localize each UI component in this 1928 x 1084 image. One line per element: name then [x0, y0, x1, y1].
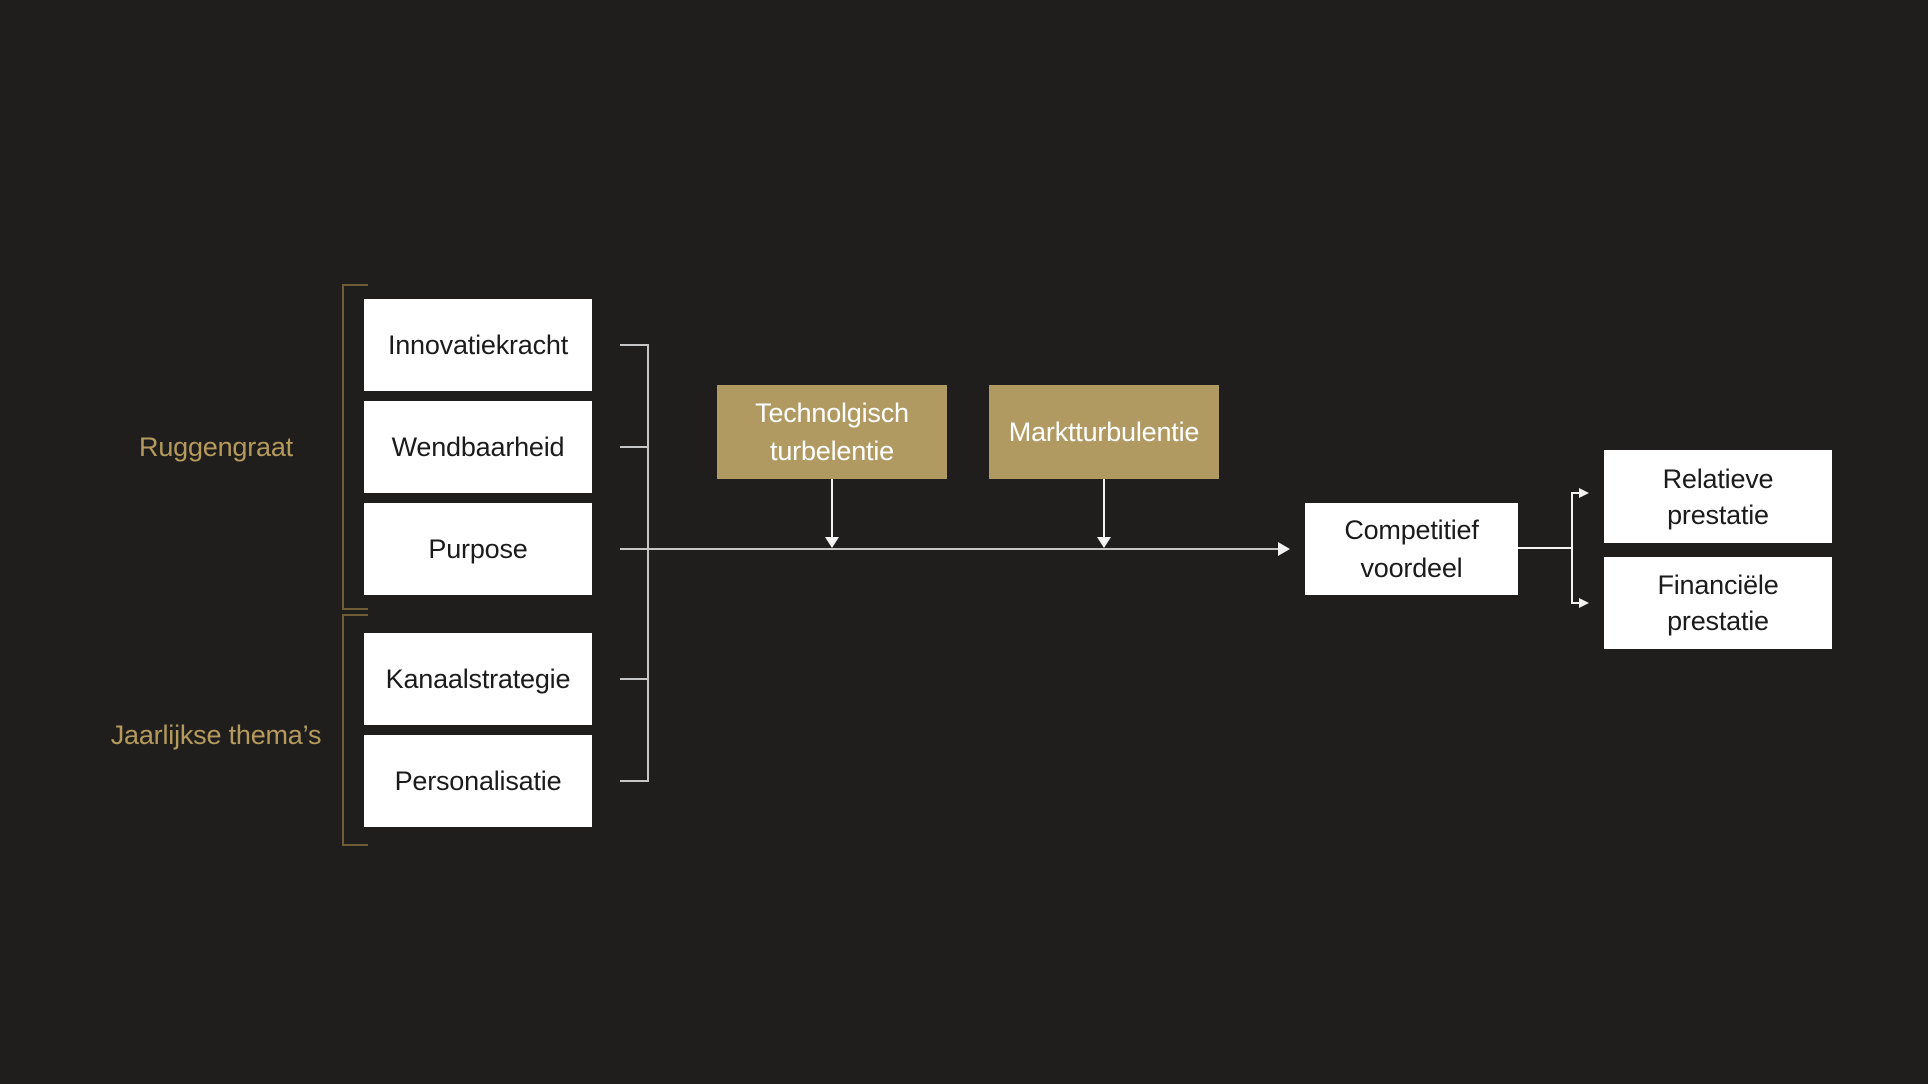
- box-relatieve-line1: Relatieve: [1662, 463, 1774, 494]
- bracket-jaarlijkse-themas: [342, 614, 368, 846]
- box-purpose: Purpose: [364, 503, 592, 595]
- box-wendbaarheid: Wendbaarheid: [364, 401, 592, 493]
- box-financiele-prestatie: Financiële prestatie: [1604, 557, 1832, 649]
- box-marktturbulentie: Marktturbulentie: [989, 385, 1219, 479]
- connector-tick-kanaalstrategie: [620, 678, 649, 680]
- box-competitief-line1: Competitief: [1344, 515, 1479, 545]
- bracket-ruggengraat: [342, 284, 368, 610]
- box-financiele-line2: prestatie: [1667, 606, 1769, 636]
- box-personalisatie: Personalisatie: [364, 735, 592, 827]
- connector-vertical-spine: [647, 345, 649, 782]
- box-purpose-label: Purpose: [428, 534, 528, 564]
- box-technolgisch-line2: turbelentie: [770, 436, 894, 466]
- box-technolgisch-line1: Technolgisch: [755, 398, 909, 428]
- box-relatieve-prestatie: Relatieve prestatie: [1604, 450, 1832, 543]
- result-bracket-vertical: [1571, 492, 1573, 604]
- result-bracket-arm-bottom: [1571, 602, 1579, 604]
- box-innovatiekracht: Innovatiekracht: [364, 299, 592, 391]
- box-kanaalstrategie: Kanaalstrategie: [364, 633, 592, 725]
- box-wendbaarheid-label: Wendbaarheid: [391, 432, 565, 462]
- connector-tick-innovatiekracht: [620, 344, 649, 346]
- result-bracket-stem: [1518, 547, 1573, 549]
- result-bracket-arm-top: [1571, 492, 1579, 494]
- box-innovatiekracht-label: Innovatiekracht: [387, 330, 569, 360]
- result-arrowhead-bottom-icon: [1579, 598, 1589, 608]
- box-financiele-line1: Financiële: [1657, 570, 1779, 600]
- down-arrowhead-markt-icon: [1097, 537, 1111, 548]
- box-technolgisch-turbelentie: Technolgisch turbelentie: [717, 385, 947, 479]
- box-marktturbulentie-label: Marktturbulentie: [1008, 417, 1200, 447]
- main-arrowhead-icon: [1278, 542, 1290, 556]
- connector-tick-personalisatie: [620, 780, 649, 782]
- main-arrow-line: [620, 548, 1278, 550]
- connector-tick-wendbaarheid: [620, 446, 649, 448]
- box-personalisatie-label: Personalisatie: [394, 766, 562, 796]
- down-arrowhead-tech-icon: [825, 537, 839, 548]
- box-competitief-voordeel: Competitief voordeel: [1305, 503, 1518, 595]
- down-arrow-line-tech: [831, 479, 833, 537]
- label-jaarlijkse-themas: Jaarlijkse thema’s: [110, 720, 322, 750]
- down-arrow-line-markt: [1103, 479, 1105, 537]
- box-relatieve-line2: prestatie: [1667, 499, 1769, 530]
- box-competitief-line2: voordeel: [1360, 553, 1463, 583]
- result-arrowhead-top-icon: [1579, 488, 1589, 498]
- box-kanaalstrategie-label: Kanaalstrategie: [385, 664, 571, 694]
- label-ruggengraat: Ruggengraat: [139, 432, 293, 462]
